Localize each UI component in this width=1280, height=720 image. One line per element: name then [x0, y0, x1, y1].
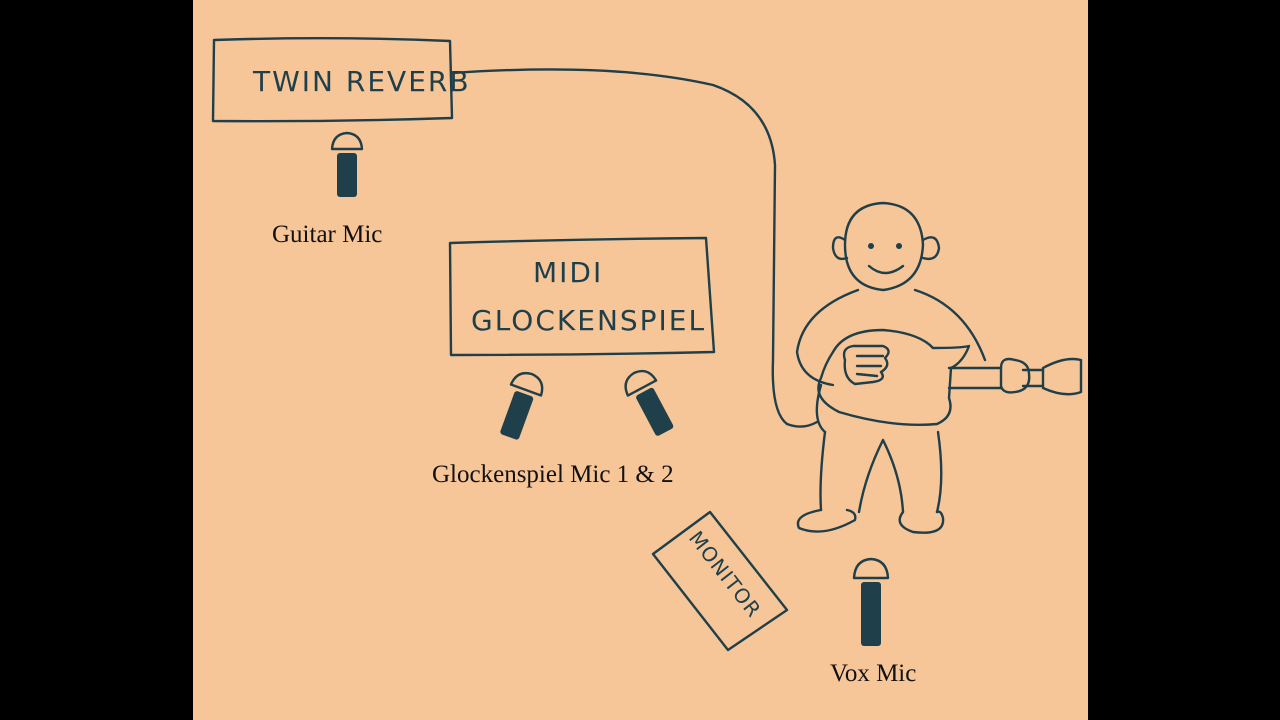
twin-reverb-amp: TWIN REVERB [211, 37, 471, 123]
guitar-mic-icon [330, 131, 364, 197]
stage-plot-drawing: TWIN REVERB MIDI GLOCKENSPIEL MONIT [211, 37, 1083, 652]
amp-label: TWIN REVERB [252, 65, 471, 98]
guitar-cable [450, 68, 819, 428]
glockenspiel-label-line2: GLOCKENSPIEL [471, 304, 706, 337]
glockenspiel-mic-2-icon [624, 369, 674, 436]
guitarist-figure [795, 201, 1083, 534]
midi-glockenspiel-box: MIDI GLOCKENSPIEL [448, 236, 716, 357]
monitor-wedge: MONITOR [651, 510, 789, 652]
guitar-mic-caption: Guitar Mic [272, 221, 383, 248]
glockenspiel-label-line1: MIDI [533, 256, 603, 289]
glockenspiel-mics-caption: Glockenspiel Mic 1 & 2 [432, 461, 674, 488]
glockenspiel-mic-1-icon [500, 371, 544, 440]
vox-mic-caption: Vox Mic [830, 660, 917, 687]
vox-mic-icon [852, 557, 890, 646]
stage-plot-sheet: TWIN REVERB MIDI GLOCKENSPIEL MONIT [193, 0, 1088, 720]
